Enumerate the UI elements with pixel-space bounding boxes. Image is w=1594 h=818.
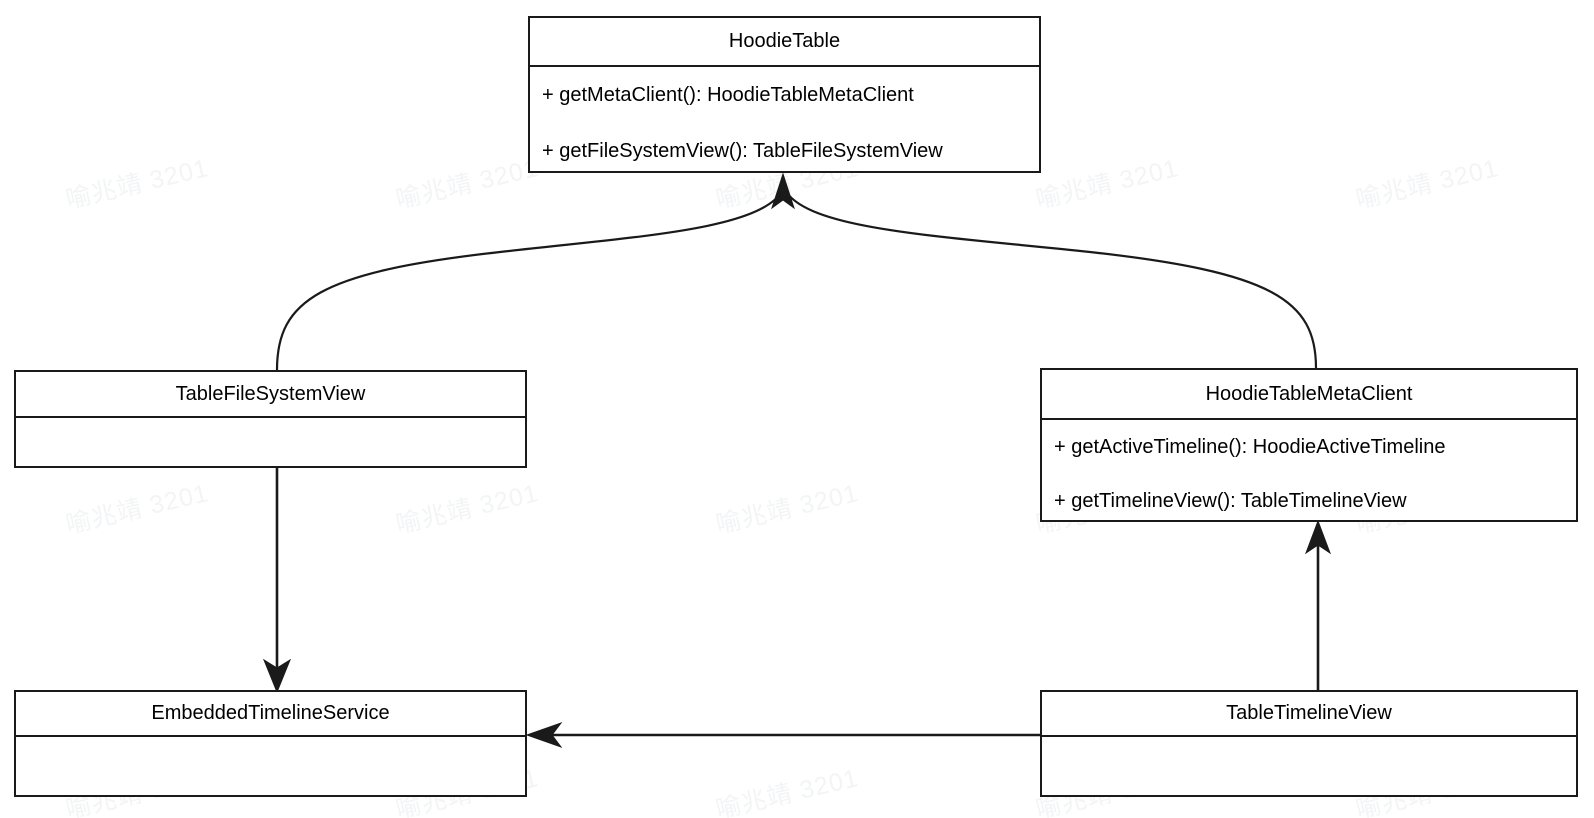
class-members-table-file-system-view bbox=[16, 418, 525, 466]
watermark-text: 喻兆靖 3201 bbox=[393, 479, 542, 540]
arrowhead-into-hoodietablemetaclient-bottom bbox=[1304, 519, 1332, 555]
class-member: + getFileSystemView(): TableFileSystemVi… bbox=[542, 140, 943, 162]
watermark-text: 喻兆靖 3201 bbox=[63, 154, 212, 215]
class-name-embedded-timeline-service: EmbeddedTimelineService bbox=[16, 692, 525, 737]
arrowhead-into-hoodietable bbox=[771, 172, 795, 210]
class-box-table-file-system-view[interactable]: TableFileSystemView bbox=[14, 370, 527, 468]
arrowhead-into-embeddedtimelineservice-right bbox=[525, 721, 563, 749]
class-box-hoodie-table[interactable]: HoodieTable + getMetaClient(): HoodieTab… bbox=[528, 16, 1041, 173]
class-members-table-timeline-view bbox=[1042, 737, 1576, 795]
arrowhead-into-embeddedtimelineservice-top bbox=[262, 658, 292, 694]
watermark-text: 喻兆靖 3201 bbox=[713, 764, 862, 818]
connector-tablefilesystemview-to-hoodietable bbox=[275, 189, 784, 371]
class-member: + getMetaClient(): HoodieTableMetaClient bbox=[542, 84, 914, 106]
class-box-embedded-timeline-service[interactable]: EmbeddedTimelineService bbox=[14, 690, 527, 797]
class-members-hoodie-table: + getMetaClient(): HoodieTableMetaClient… bbox=[530, 67, 1039, 171]
class-name-hoodie-table-meta-client: HoodieTableMetaClient bbox=[1042, 370, 1576, 420]
watermark-text: 喻兆靖 3201 bbox=[63, 479, 212, 540]
class-member: + getTimelineView(): TableTimelineView bbox=[1054, 490, 1407, 512]
watermark-text: 喻兆靖 3201 bbox=[713, 479, 862, 540]
class-members-hoodie-table-meta-client: + getActiveTimeline(): HoodieActiveTimel… bbox=[1042, 420, 1576, 520]
class-members-embedded-timeline-service bbox=[16, 737, 525, 795]
class-name-table-timeline-view: TableTimelineView bbox=[1042, 692, 1576, 737]
watermark-text: 喻兆靖 3201 bbox=[393, 154, 542, 215]
connector-hoodietablemetaclient-to-hoodietable bbox=[784, 189, 1318, 369]
class-box-hoodie-table-meta-client[interactable]: HoodieTableMetaClient + getActiveTimelin… bbox=[1040, 368, 1578, 522]
class-name-table-file-system-view: TableFileSystemView bbox=[16, 372, 525, 418]
class-member: + getActiveTimeline(): HoodieActiveTimel… bbox=[1054, 436, 1446, 458]
class-box-table-timeline-view[interactable]: TableTimelineView bbox=[1040, 690, 1578, 797]
watermark-text: 喻兆靖 3201 bbox=[1033, 154, 1182, 215]
class-name-hoodie-table: HoodieTable bbox=[530, 18, 1039, 67]
watermark-text: 喻兆靖 3201 bbox=[1353, 154, 1502, 215]
